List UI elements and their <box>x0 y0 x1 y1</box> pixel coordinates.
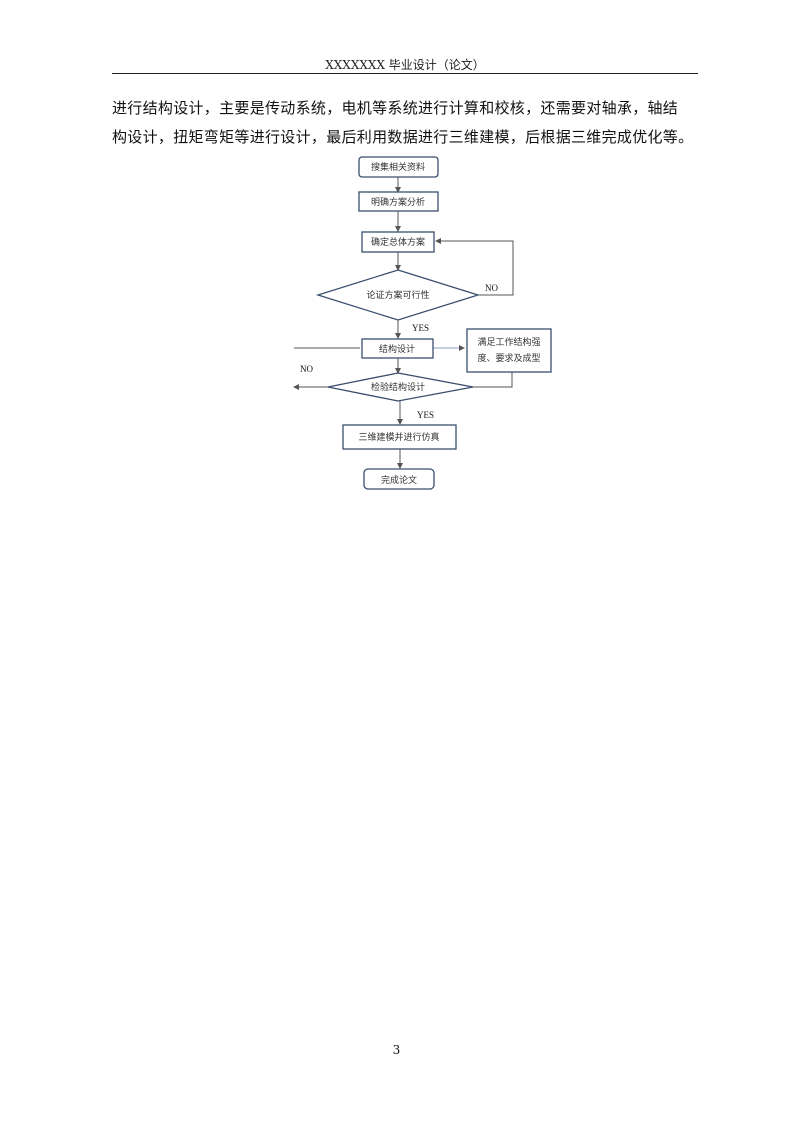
flow-text-check: 检验结构设计 <box>371 381 425 393</box>
flow-text-feasibility: 论证方案可行性 <box>366 289 429 301</box>
flow-text-overall: 确定总体方案 <box>371 236 425 248</box>
paragraph-line-1: 进行结构设计，主要是传动系统，电机等系统进行计算和校核，还需要对轴承，轴结 <box>112 99 679 117</box>
paragraph-line-2: 构设计，扭矩弯矩等进行设计，最后利用数据进行三维建模，后根据三维完成优化等。 <box>112 128 694 146</box>
header-rule <box>112 73 698 74</box>
flow-label-yes-2: YES <box>417 410 434 420</box>
flow-text-collect: 搜集相关资料 <box>371 161 425 173</box>
flow-text-finish: 完成论文 <box>381 474 417 486</box>
flow-node-finish <box>363 468 435 490</box>
page-number: 3 <box>392 1043 401 1057</box>
flow-node-collect <box>358 156 439 178</box>
flow-text-structure: 结构设计 <box>379 343 415 355</box>
flow-node-analysis <box>358 191 439 212</box>
flow-node-structure <box>361 338 434 359</box>
flow-text-analysis: 明确方案分析 <box>371 196 425 208</box>
flow-text-requirement-1: 满足工作结构强 <box>477 336 540 348</box>
flow-node-requirement <box>466 328 552 373</box>
flow-node-modeling <box>342 424 457 450</box>
flow-label-yes-1: YES <box>412 323 429 333</box>
flow-text-modeling: 三维建模并进行仿真 <box>358 431 439 443</box>
flow-label-no-2: NO <box>300 364 313 374</box>
page-header: XXXXXXX 毕业设计（论文） <box>325 58 485 72</box>
flow-decision-check <box>327 372 474 402</box>
body-paragraph: 进行结构设计，主要是传动系统，电机等系统进行计算和校核，还需要对轴承，轴结 构设… <box>112 94 702 152</box>
flow-node-overall <box>361 231 435 253</box>
flow-text-requirement-2: 度、要求及成型 <box>477 352 540 364</box>
flow-label-no-1: NO <box>485 283 498 293</box>
flow-decision-feasibility <box>315 269 481 321</box>
